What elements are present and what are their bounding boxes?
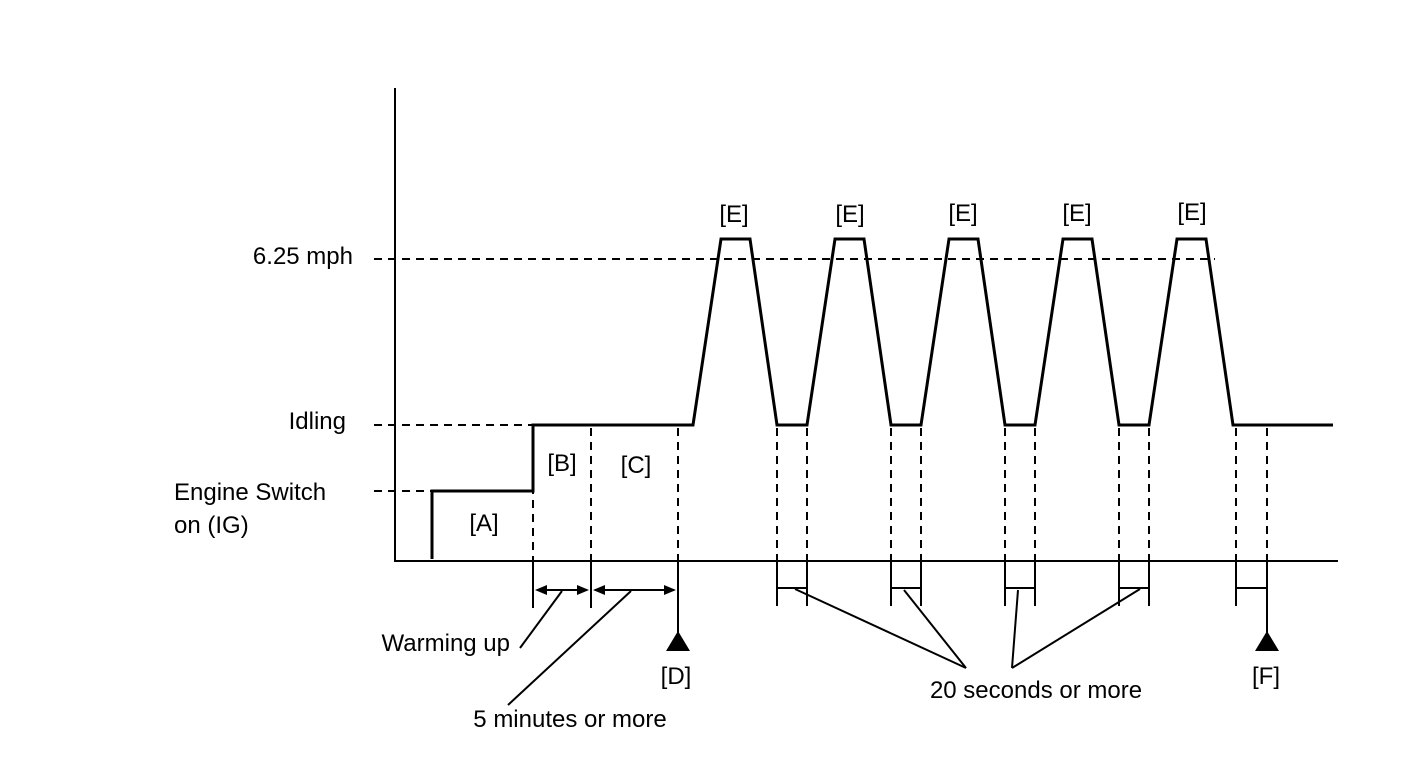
phase-a-label: [A] [469,510,498,537]
marker-d-triangle [666,631,690,651]
arrowhead [664,585,676,595]
speed-level-label: 6.25 mph [253,243,353,270]
phase-d-label: [D] [661,663,692,690]
engine-switch-label-line-1: Engine Switch [174,479,326,506]
phase-b-label: [B] [547,450,576,477]
twenty-seconds-leader [1011,588,1141,669]
twenty-seconds-leader [903,589,967,669]
twenty-seconds-leader [1011,589,1019,669]
twenty-seconds-label: 20 seconds or more [930,677,1142,704]
idling-level-label: Idling [289,408,346,435]
five-minutes-leader [507,590,632,706]
phase-e-label: [E] [719,201,748,228]
engine-switch-label-line-2: on (IG) [174,512,249,539]
idle-bracket-4 [1118,562,1150,606]
warming-up-leader [519,590,563,649]
phase-c-label: [C] [621,452,652,479]
phase-f-label: [F] [1252,663,1280,690]
five-minutes-label: 5 minutes or more [473,706,666,733]
phase-e-label: [E] [1062,200,1091,227]
phase-e-label: [E] [835,201,864,228]
arrowhead [593,585,605,595]
arrowhead [577,585,589,595]
twenty-seconds-leader [794,588,967,669]
warming-up-label: Warming up [382,630,510,657]
marker-f-triangle [1255,631,1279,651]
speed-profile-line [430,237,1333,559]
idle-bracket-3 [1004,562,1036,606]
phase-e-label: [E] [948,200,977,227]
arrowhead [535,585,547,595]
idle-bracket-2 [890,562,922,606]
idle-bracket-5 [1235,562,1268,606]
phase-e-label: [E] [1177,199,1206,226]
idle-bracket-1 [776,562,808,606]
